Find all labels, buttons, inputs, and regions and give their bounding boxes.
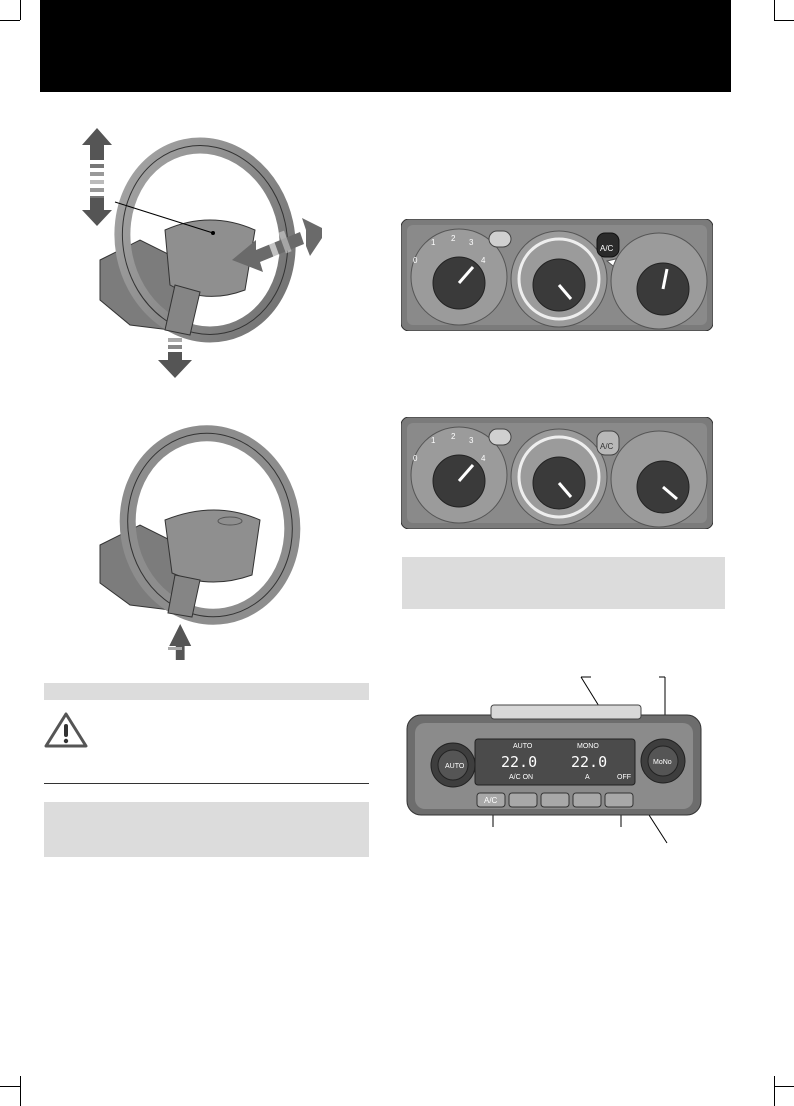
crop-mark-tr-v — [774, 0, 775, 20]
fan-speed-0: 0 — [413, 256, 418, 265]
crop-mark-bl-v — [20, 1076, 21, 1106]
fan-speed-4: 4 — [481, 256, 486, 265]
crop-mark-br-h — [774, 1086, 794, 1087]
crop-mark-tl-v — [20, 0, 21, 20]
display-ac-status: A/C ON — [509, 774, 533, 781]
ac-button-label: A/C — [600, 244, 614, 253]
steering-wheel-lock-figure — [99, 425, 301, 660]
auto-button-label: AUTO — [445, 763, 465, 770]
page-header-bar — [40, 0, 731, 92]
warning-rule — [44, 783, 369, 784]
fan-speed-2: 2 — [451, 234, 456, 243]
off-button-label: OFF — [617, 774, 631, 781]
display-temp-left: 22.0 — [501, 753, 537, 771]
crop-mark-br-v — [774, 1076, 775, 1106]
mono-button-label: MoNo — [653, 759, 672, 766]
fan-speed-0-b: 0 — [413, 454, 418, 463]
ac-button-label-b: A/C — [600, 442, 614, 451]
display-mode-mono: MONO — [577, 743, 599, 750]
display-mode-auto: AUTO — [513, 743, 533, 750]
ac-button-label-auto: A/C — [484, 796, 498, 805]
fan-speed-1: 1 — [431, 238, 436, 247]
fan-speed-1-b: 1 — [431, 436, 436, 445]
fan-speed-2-b: 2 — [451, 432, 456, 441]
fan-speed-3: 3 — [469, 238, 474, 247]
climate-panel-figure: 0 1 2 3 4 A/C — [401, 417, 713, 529]
section-heading-box — [44, 683, 369, 700]
fan-speed-3-b: 3 — [469, 436, 474, 445]
climate-panel-ac-figure: 0 1 2 3 4 A/C — [401, 219, 713, 331]
note-box-right — [402, 557, 725, 609]
crop-mark-tl-h — [0, 20, 20, 21]
display-temp-right: 22.0 — [571, 753, 607, 771]
warning-icon — [44, 712, 88, 748]
auto-climate-panel-figure: AUTO AUTO MONO 22.0 22.0 A/C ON A OFF Mo… — [406, 676, 702, 844]
fan-speed-4-b: 4 — [481, 454, 486, 463]
crop-mark-tr-h — [774, 20, 794, 21]
steering-wheel-adjust-figure — [82, 128, 322, 378]
display-fan-level: A — [585, 774, 590, 781]
crop-mark-bl-h — [0, 1086, 20, 1087]
note-box-left — [44, 802, 369, 857]
